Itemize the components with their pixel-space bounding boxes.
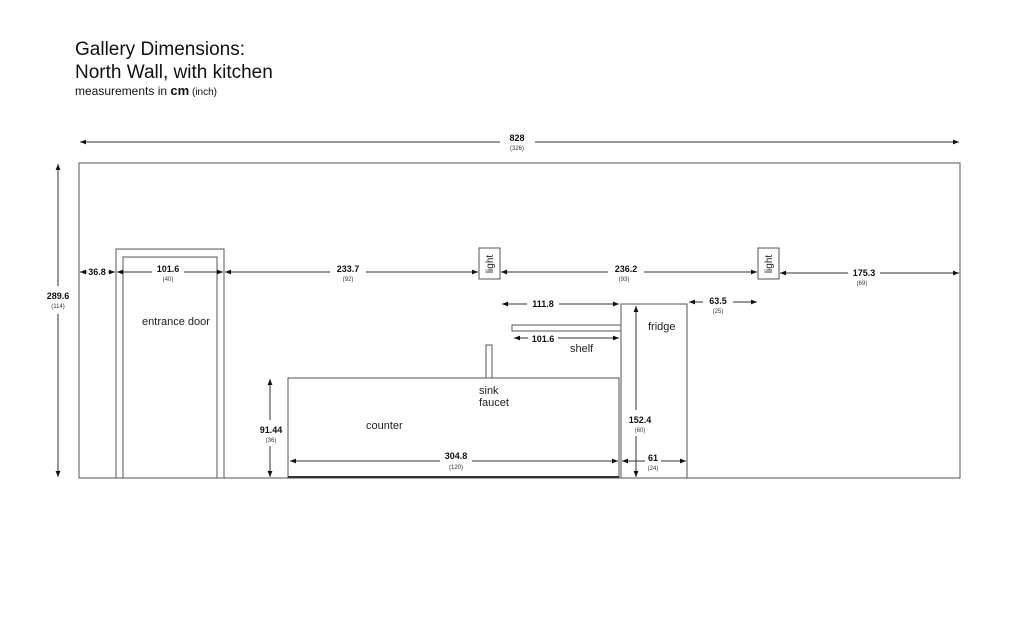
dim-value-inch: (120) — [449, 465, 463, 471]
light-fixture-2: light — [757, 247, 780, 280]
dim-value: 111.8 — [532, 299, 554, 309]
dim-value-inch: (326) — [510, 146, 524, 152]
dim-value-inch: (69) — [857, 281, 868, 287]
dim-value: 63.5 — [709, 296, 727, 306]
dim-light-to-light: 236.2 (93) — [501, 264, 757, 283]
dim-value: 289.6 — [47, 291, 70, 301]
dim-value-inch: (93) — [619, 277, 630, 283]
dim-value: 91.44 — [260, 425, 283, 435]
dim-total-width: 828 (326) — [80, 133, 959, 152]
dim-counter-height: 91.44 (36) — [260, 379, 283, 477]
wall-outline — [78, 162, 961, 479]
title-line2: North Wall, with kitchen — [75, 62, 273, 83]
sink-faucet: sink faucet — [479, 344, 509, 409]
dim-value: 828 — [509, 133, 524, 143]
title-line1: Gallery Dimensions: — [75, 39, 245, 60]
dim-value-inch: (36) — [266, 438, 277, 444]
dim-value: 236.2 — [615, 264, 638, 274]
dim-shelf-span: 111.8 — [502, 298, 619, 309]
dim-value: 36.8 — [88, 267, 106, 277]
dim-fridge-right-gap: 63.5 (25) — [689, 295, 757, 315]
dim-value-inch: (92) — [343, 277, 354, 283]
light-fixture-1: light — [478, 247, 501, 280]
door-label: entrance door — [142, 316, 210, 328]
shelf: 101.6 shelf — [511, 324, 622, 355]
dim-left-gap: 36.8 — [80, 267, 115, 277]
dim-value: 61 — [648, 453, 658, 463]
dim-wall-height: 289.6 (114) — [47, 164, 70, 477]
shelf-label: shelf — [570, 343, 594, 355]
light-label: light — [485, 255, 496, 274]
dim-value-inch: (25) — [713, 309, 724, 315]
dim-value: 152.4 — [629, 415, 652, 425]
dim-value-inch: (114) — [51, 304, 65, 310]
fridge: fridge 152.4 (60) 61 (24) — [620, 303, 688, 479]
dim-value: 101.6 — [532, 334, 555, 344]
counter: counter 304.8 (120) — [287, 377, 620, 479]
units-note: measurements in cm (inch) — [75, 83, 217, 98]
fridge-label: fridge — [648, 321, 676, 333]
dim-value: 101.6 — [157, 264, 180, 274]
light-label: light — [764, 255, 775, 274]
dim-value: 304.8 — [445, 451, 468, 461]
counter-label: counter — [366, 420, 403, 432]
dim-value: 233.7 — [337, 264, 360, 274]
dim-value-inch: (60) — [635, 428, 646, 434]
dim-door-width: 101.6 (40) — [117, 264, 223, 283]
sink-label: sink — [479, 385, 499, 397]
dim-value: 175.3 — [853, 268, 876, 278]
entrance-door: entrance door — [115, 248, 225, 479]
dim-light-to-right: 175.3 (69) — [780, 265, 959, 287]
dim-value-inch: (24) — [648, 466, 659, 472]
dim-value-inch: (40) — [163, 277, 174, 283]
dim-door-to-light: 233.7 (92) — [225, 264, 478, 283]
faucet-label: faucet — [479, 397, 509, 409]
